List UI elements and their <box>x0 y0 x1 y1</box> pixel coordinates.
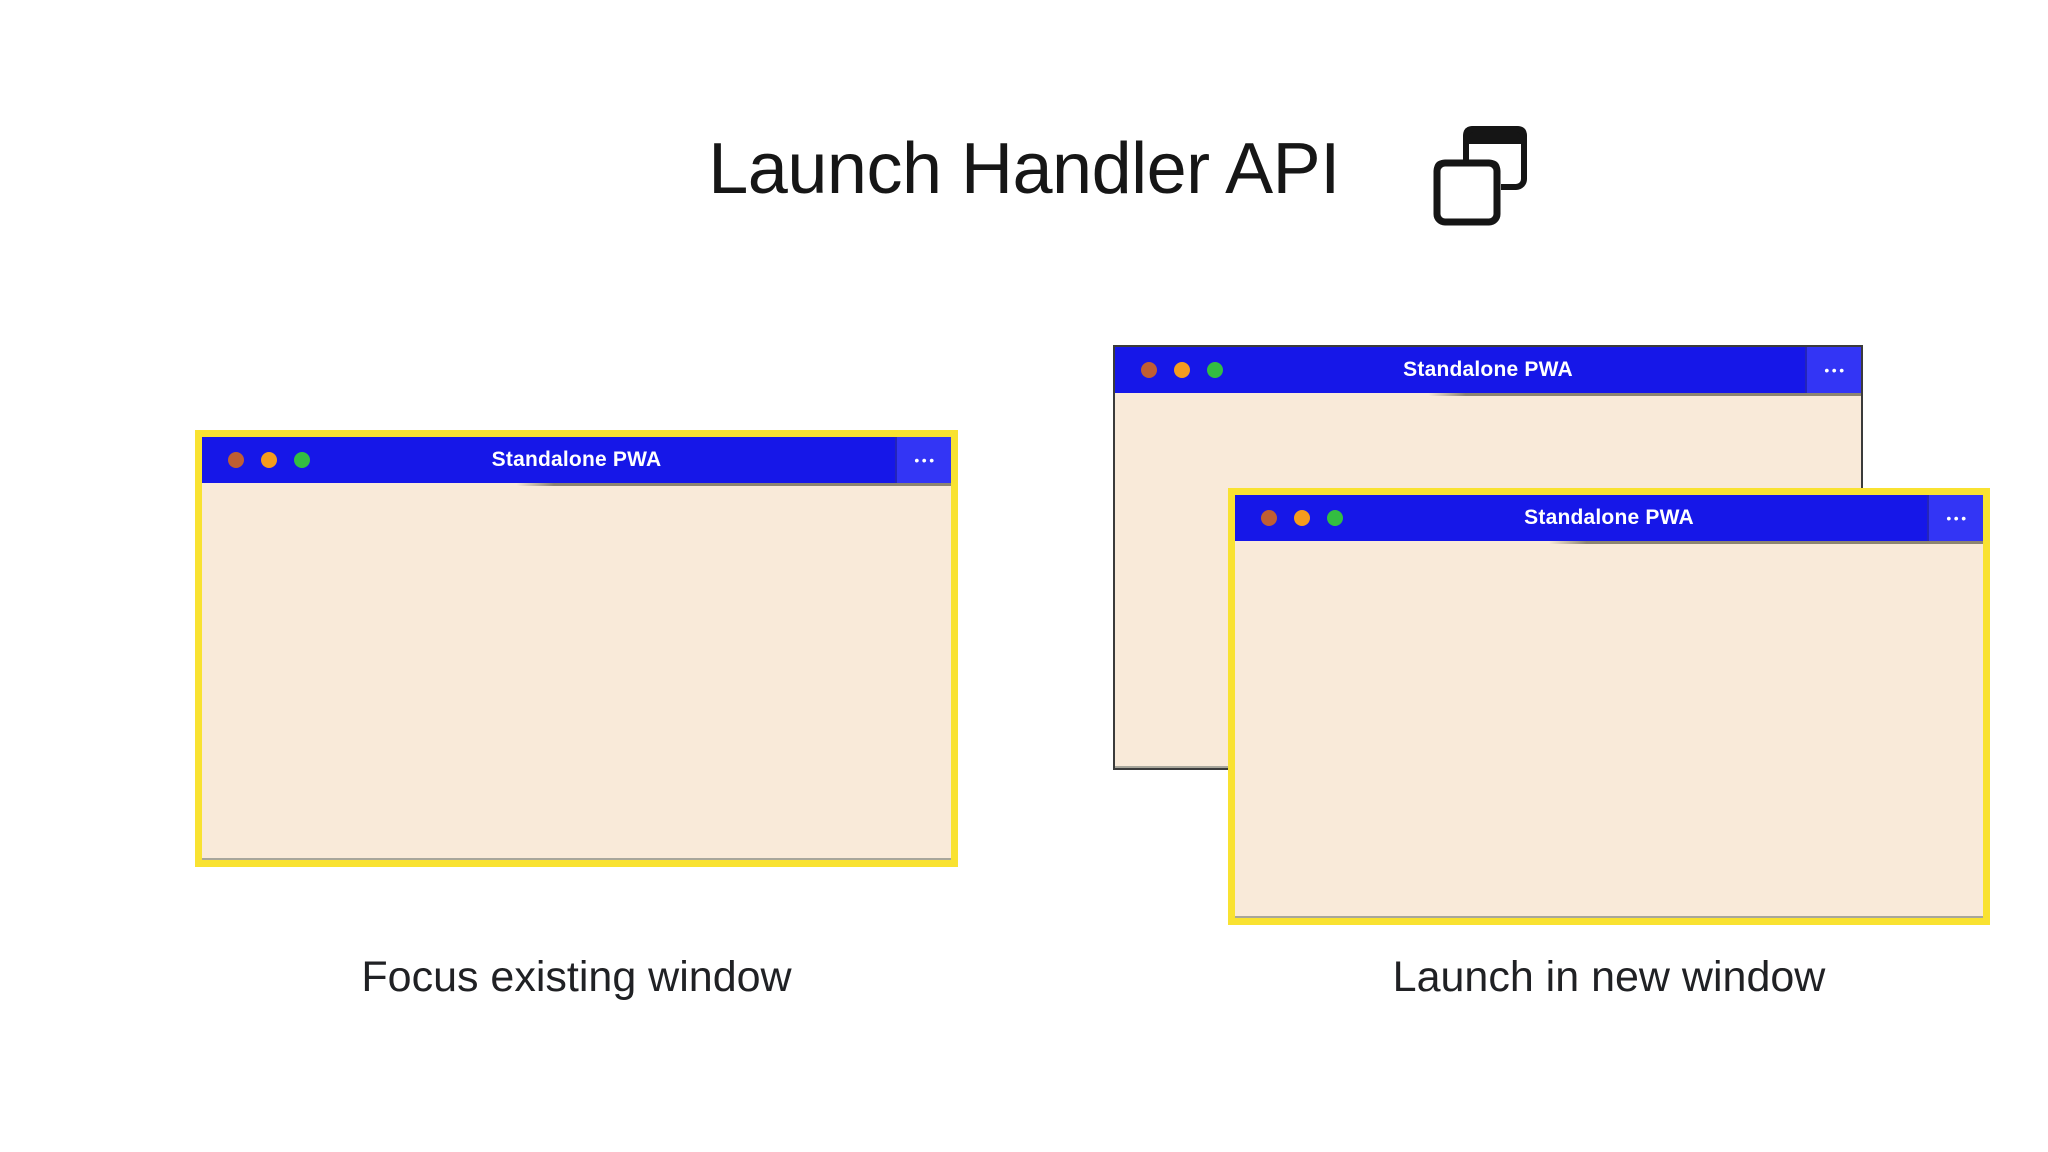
traffic-lights <box>1261 495 1343 541</box>
close-button[interactable] <box>1261 510 1277 526</box>
close-button[interactable] <box>228 452 244 468</box>
close-button[interactable] <box>1141 362 1157 378</box>
window-content <box>202 483 951 860</box>
caption-focus-existing: Focus existing window <box>361 953 792 1001</box>
pwa-window-focused: Standalone PWA ••• <box>195 430 958 867</box>
traffic-lights <box>228 437 310 483</box>
traffic-lights <box>1141 347 1223 393</box>
page-title: Launch Handler API <box>708 129 1340 209</box>
overflow-menu-button[interactable]: ••• <box>1927 495 1983 541</box>
titlebar[interactable]: Standalone PWA ••• <box>1235 495 1983 544</box>
window-title: Standalone PWA <box>491 448 662 471</box>
pwa-window-front: Standalone PWA ••• <box>1228 488 1990 925</box>
minimize-button[interactable] <box>1174 362 1190 378</box>
ellipsis-icon: ••• <box>1824 362 1847 378</box>
overlapping-windows-icon <box>1433 124 1527 226</box>
caption-launch-new: Launch in new window <box>1392 953 1826 1001</box>
maximize-button[interactable] <box>1207 362 1223 378</box>
titlebar[interactable]: Standalone PWA ••• <box>1115 347 1861 396</box>
titlebar[interactable]: Standalone PWA ••• <box>202 437 951 486</box>
overflow-menu-button[interactable]: ••• <box>1805 347 1861 393</box>
maximize-button[interactable] <box>294 452 310 468</box>
window-content <box>1235 541 1983 918</box>
maximize-button[interactable] <box>1327 510 1343 526</box>
overflow-menu-button[interactable]: ••• <box>895 437 951 483</box>
minimize-button[interactable] <box>261 452 277 468</box>
ellipsis-icon: ••• <box>1946 510 1969 526</box>
minimize-button[interactable] <box>1294 510 1310 526</box>
ellipsis-icon: ••• <box>914 452 937 468</box>
window-title: Standalone PWA <box>1524 506 1694 529</box>
window-title: Standalone PWA <box>1403 358 1573 381</box>
